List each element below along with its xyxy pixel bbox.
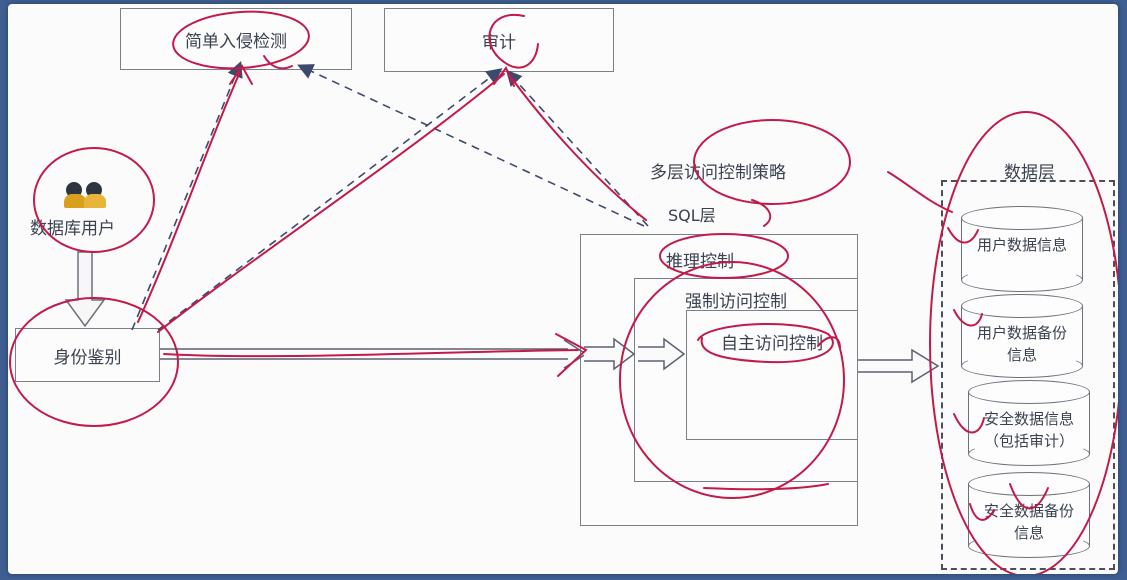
storage-user-data: 用户数据信息 [961,206,1083,292]
flow-to-data-arrow [858,348,940,384]
auth-to-intrusion-dashed [131,61,243,331]
audit-label: 审计 [482,32,516,53]
sql-to-audit-dashed [505,69,649,227]
storage-3-line1: 安全数据信息 [983,410,1074,428]
flow-arrowhead-3 [638,337,686,371]
db-user-label: 数据库用户 [30,219,115,239]
storage-1-line1: 用户数据信息 [976,236,1067,254]
discretionary-access-label: 自主访问控制 [721,334,823,354]
discretionary-access-box: 自主访问控制 [686,310,858,440]
intrusion-detection-label: 简单入侵检测 [185,31,287,52]
storage-4-line2: 信息 [1013,524,1044,542]
annotation-marks [9,10,1118,574]
storage-2-line1: 用户数据备份 [976,324,1067,342]
storage-security-data: 安全数据信息 （包括审计） [968,380,1090,466]
multi-layer-policy-label: 多层访问控制策略 [650,163,786,183]
slide-canvas: 简单入侵检测 审计 数据库用户 身份鉴别 多层访问控制策略 SQL层 推理控制 … [8,4,1118,574]
data-layer-label: 数据层 [1004,163,1055,183]
identity-auth-box: 身份鉴别 [15,328,160,382]
identity-auth-label: 身份鉴别 [53,347,122,368]
intrusion-detection-box: 简单入侵检测 [120,8,352,70]
storage-2-line2: 信息 [1006,346,1037,364]
sql-layer-label: SQL层 [668,206,716,225]
mandatory-access-label: 强制访问控制 [685,292,787,312]
storage-3-line2: （包括审计） [983,432,1074,450]
storage-security-backup: 安全数据备份信息 [968,472,1090,558]
sql-to-intrusion-dashed [297,64,645,227]
data-layer-box [941,180,1115,570]
users-icon [64,182,108,210]
connectors-layer [9,10,1118,574]
storage-user-backup: 用户数据备份信息 [961,294,1083,378]
storage-4-line1: 安全数据备份 [983,502,1074,520]
inference-control-label: 推理控制 [666,252,734,272]
auth-to-audit-dashed [157,68,503,331]
user-to-auth-arrow [64,251,106,328]
